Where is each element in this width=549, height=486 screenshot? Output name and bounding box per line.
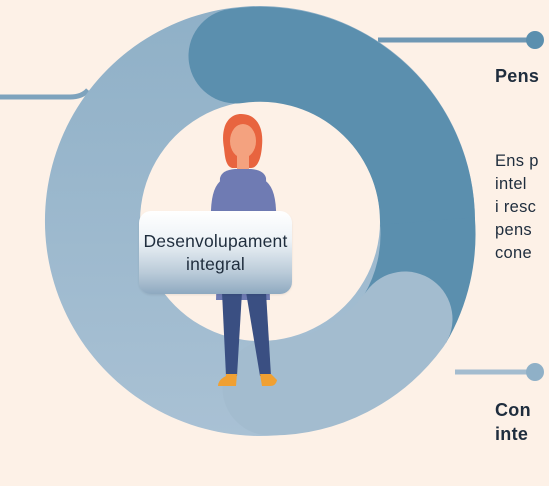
panel-top-line: cone [495, 244, 532, 262]
panel-top-line: pens [495, 221, 532, 239]
person-face [230, 124, 256, 158]
panel-top-line: intel [495, 175, 527, 193]
panel-bottom-title: Con inte [495, 398, 531, 446]
center-label: Desenvolupament integral [143, 230, 288, 274]
person-leg-left [222, 292, 242, 376]
ring-segment-top [188, 6, 475, 269]
person-shoe-right [260, 374, 277, 386]
person-shoe-left [218, 374, 237, 386]
panel-top-line: i resc [495, 198, 537, 216]
panel-top-title: Pens [495, 66, 540, 86]
panel-top-body: Ens p intel i resc pens cone [495, 150, 539, 265]
person-leg-right [246, 292, 271, 376]
ring-segment-bottom [222, 271, 453, 436]
panel-bottom-line: Con [495, 400, 531, 420]
person-neck [237, 154, 249, 170]
panel-top-line: Ens p [495, 152, 539, 170]
connector-line-left [0, 88, 90, 100]
center-label-box: Desenvolupament integral [139, 211, 292, 294]
connector-dot-top [526, 31, 544, 49]
panel-bottom-line: inte [495, 424, 529, 444]
connector-dot-bottom [526, 363, 544, 381]
